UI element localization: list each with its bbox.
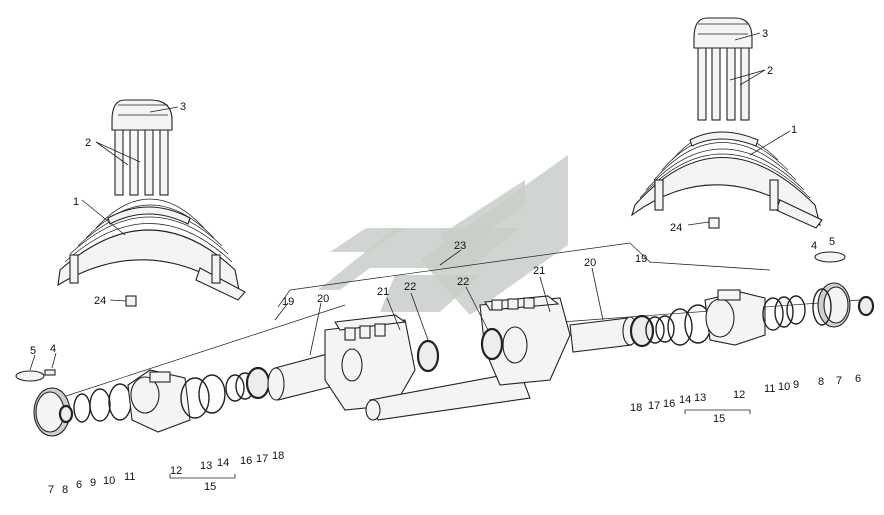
- callout-r-7: 7: [836, 375, 842, 387]
- central-axle-body: [324, 295, 571, 421]
- callout-r-16: 16: [663, 398, 675, 410]
- callout-r-13: 13: [694, 392, 706, 404]
- watermark-logo: [318, 155, 568, 315]
- left-bracket-housing: [127, 369, 191, 433]
- callout-r-11: 11: [764, 383, 775, 395]
- callout-l-9: 9: [90, 477, 96, 489]
- callout-right-1: 1: [791, 124, 797, 136]
- callout-l-11: 11: [124, 471, 135, 483]
- callouts: 1 2 3 24 1 2 3 24 5 4 7 8 6 9 10 11 12 1…: [30, 28, 861, 496]
- center-ring-22a: [416, 339, 440, 373]
- left-ring-16: [225, 374, 245, 402]
- right-spring-pad: [708, 217, 720, 229]
- right-ring-16: [655, 315, 675, 343]
- callout-c-23: 23: [454, 240, 466, 252]
- callout-left-2: 2: [85, 137, 91, 149]
- callout-r-12: 12: [733, 389, 745, 401]
- center-ring-22b: [480, 327, 504, 361]
- axis-line-top: [289, 242, 631, 291]
- axis-line-left: [59, 304, 346, 399]
- callout-r-19: 19: [635, 253, 647, 265]
- callout-l-6: 6: [76, 479, 82, 491]
- right-ring-17: [645, 316, 665, 344]
- right-bracket-housing: [704, 289, 766, 346]
- callout-l-12: 12: [170, 465, 182, 477]
- callout-left-3: 3: [180, 101, 186, 113]
- callout-l-18: 18: [272, 450, 284, 462]
- right-leaf-spring: [630, 131, 823, 229]
- left-ring-10: [89, 388, 111, 422]
- callout-r-17: 17: [648, 400, 660, 412]
- right-hub-cap: [812, 282, 875, 328]
- callout-right-3: 3: [762, 28, 768, 40]
- callout-r-20: 20: [584, 257, 596, 269]
- callout-r-8: 8: [818, 376, 824, 388]
- callout-c-21: 21: [533, 265, 545, 277]
- axis-line-right: [519, 299, 861, 326]
- callout-l-5: 5: [30, 345, 36, 357]
- axis-line-top-start: [277, 289, 291, 308]
- left-ring-13: [180, 377, 210, 419]
- left-u-bolts: [111, 99, 173, 196]
- callout-l-15: 15: [204, 481, 216, 493]
- callout-right-24: 24: [670, 222, 682, 234]
- callout-r-9: 9: [793, 379, 799, 391]
- right-u-bolts: [693, 17, 753, 121]
- right-shaft: [569, 316, 638, 353]
- callout-l-14: 14: [217, 457, 229, 469]
- callout-r-15: 15: [713, 413, 725, 425]
- callout-r-10: 10: [778, 381, 790, 393]
- callout-l-13: 13: [200, 460, 212, 472]
- right-pin: [814, 251, 846, 263]
- left-shaft: [267, 351, 339, 401]
- callout-l-10: 10: [103, 475, 115, 487]
- callout-r-5: 5: [829, 236, 835, 248]
- right-ring-9: [786, 295, 806, 325]
- left-ring-18: [245, 366, 271, 400]
- callout-l-22: 22: [404, 281, 416, 293]
- callout-r-6: 6: [855, 373, 861, 385]
- left-ring-11: [108, 383, 132, 421]
- left-spring-pad: [125, 295, 137, 307]
- leader-lines: [29, 32, 791, 479]
- right-ring-11: [762, 297, 784, 331]
- axis-line-top-end: [629, 242, 651, 263]
- callout-r-18: 18: [630, 402, 642, 414]
- callout-right-2: 2: [767, 65, 773, 77]
- left-hub-cap: [33, 387, 74, 437]
- callout-left-1: 1: [73, 196, 79, 208]
- callout-l-16: 16: [240, 455, 252, 467]
- left-ring-9: [73, 393, 91, 423]
- callout-l-17: 17: [256, 453, 268, 465]
- callout-r-4: 4: [811, 240, 817, 252]
- callout-l-21: 21: [377, 286, 389, 298]
- callout-l-8: 8: [62, 484, 68, 496]
- left-pin: [15, 369, 56, 382]
- callout-l-4: 4: [50, 343, 56, 355]
- callout-l-20: 20: [317, 293, 329, 305]
- callout-r-14: 14: [679, 394, 691, 406]
- callout-l-19: 19: [282, 296, 294, 308]
- right-ring-14: [667, 308, 693, 346]
- callout-left-24: 24: [94, 295, 106, 307]
- left-leaf-spring: [57, 198, 246, 301]
- left-ring-14: [198, 374, 226, 414]
- callout-c-22: 22: [457, 276, 469, 288]
- callout-l-7: 7: [48, 484, 54, 496]
- right-ring-10: [774, 296, 794, 328]
